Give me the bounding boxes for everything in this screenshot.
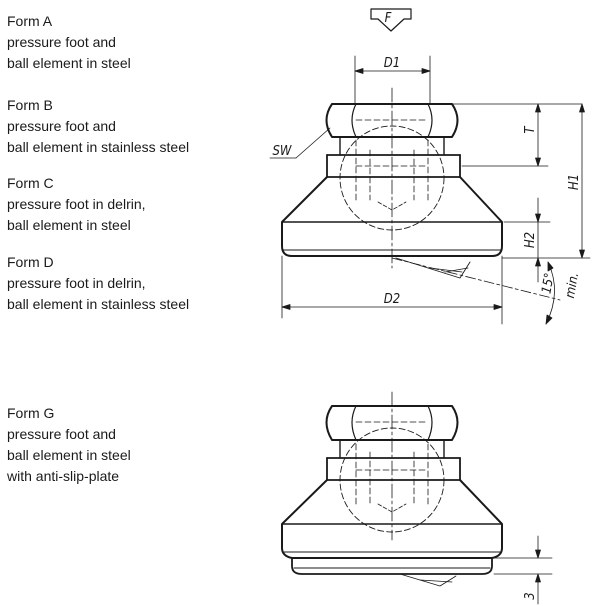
tilt-angle	[391, 257, 561, 325]
form-b-line1: pressure foot and	[7, 118, 116, 134]
d2-dimension	[281, 255, 503, 325]
force-label: F	[385, 11, 392, 26]
sw-label: SW	[273, 144, 292, 159]
t-dimension	[451, 103, 583, 167]
form-c-line1: pressure foot in delrin,	[7, 196, 146, 212]
t-label: T	[523, 126, 538, 134]
form-d-line2: ball element in stainless steel	[7, 296, 190, 312]
hex-nut	[325, 103, 459, 138]
pressure-foot	[281, 176, 503, 257]
form-b-description: Form B pressure foot and ball element in…	[7, 95, 189, 158]
pressure-foot-g	[281, 479, 503, 559]
form-a-description: Form A pressure foot and ball element in…	[7, 11, 131, 74]
min-label: min.	[563, 271, 582, 299]
collar	[326, 136, 461, 201]
h1-dimension	[501, 103, 591, 259]
ball-element-g	[339, 427, 445, 533]
sw-leader	[269, 127, 331, 159]
h2-label: H2	[523, 232, 538, 248]
form-d-description: Form D pressure foot in delrin, ball ele…	[7, 252, 189, 315]
form-a-line1: pressure foot and	[7, 34, 116, 50]
ball-tip	[377, 201, 407, 211]
d2-label: D2	[384, 292, 400, 307]
d1-label: D1	[384, 56, 400, 71]
form-g-line1: pressure foot and	[7, 426, 116, 442]
collar-g	[326, 439, 461, 505]
d1-dimension	[354, 55, 431, 105]
form-d-line1: pressure foot in delrin,	[7, 275, 146, 291]
tilt-indicator-g	[399, 573, 457, 587]
ball-element	[339, 125, 445, 231]
form-a-line2: ball element in steel	[7, 55, 131, 71]
form-c-description: Form C pressure foot in delrin, ball ele…	[7, 173, 146, 236]
plate-dimension	[493, 535, 553, 605]
form-g-description: Form G pressure foot and ball element in…	[7, 403, 131, 487]
form-b-title: Form B	[7, 97, 53, 113]
form-c-title: Form C	[7, 175, 54, 191]
form-c-line2: ball element in steel	[7, 217, 131, 233]
form-b-line2: ball element in stainless steel	[7, 139, 190, 155]
hex-nut-g	[325, 405, 459, 441]
ball-tip-g	[377, 503, 407, 513]
form-g-line3: with anti-slip-plate	[7, 468, 120, 484]
angle-label: 15°	[539, 272, 557, 295]
bottom-drawing: 3	[281, 391, 553, 605]
plate-label: 3	[523, 592, 538, 599]
form-a-title: Form A	[7, 13, 53, 29]
top-drawing: F D1 SW	[269, 8, 591, 325]
form-d-title: Form D	[7, 254, 54, 270]
form-g-title: Form G	[7, 405, 55, 421]
h1-label: H1	[567, 174, 582, 190]
anti-slip-plate	[291, 557, 493, 575]
h2-dimension	[503, 197, 551, 283]
force-arrow	[370, 8, 412, 32]
form-g-line2: ball element in steel	[7, 447, 131, 463]
